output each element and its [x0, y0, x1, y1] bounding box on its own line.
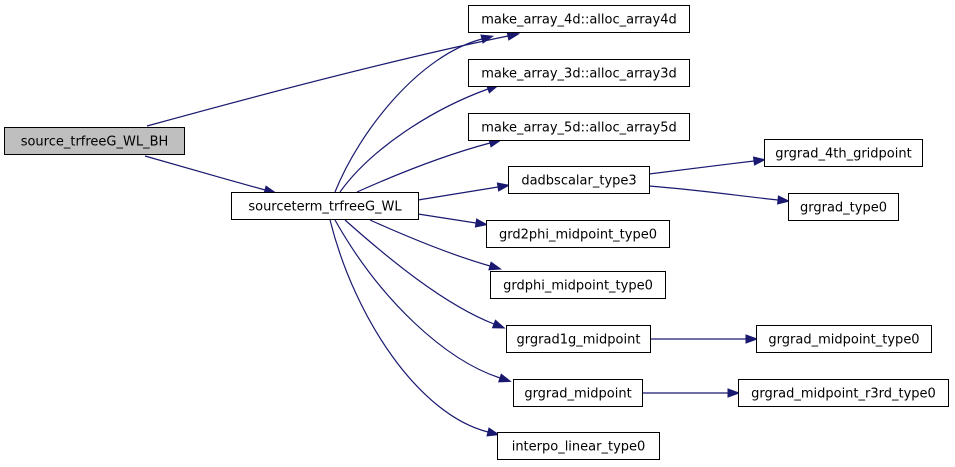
node-grgrad1g_midpoint[interactable]: grgrad1g_midpoint [506, 325, 651, 353]
node-label-alloc_array4d: make_array_4d::alloc_array4d [481, 13, 676, 28]
edge-sourceterm_trfreeG_WL-to-alloc_array4d [334, 34, 495, 193]
edge-sourceterm_trfreeG_WL-to-grdphi_midpoint_type0 [369, 219, 502, 271]
edge-sourceterm_trfreeG_WL-to-grgrad1g_midpoint [344, 219, 506, 329]
arrowhead-icon [480, 34, 495, 44]
node-label-interpo_linear_type0: interpo_linear_type0 [512, 440, 646, 455]
node-label-alloc_array3d: make_array_3d::alloc_array3d [481, 67, 676, 82]
arrowhead-icon [727, 388, 741, 398]
node-label-grgrad_type0: grgrad_type0 [800, 201, 887, 216]
arrowhead-icon [474, 218, 489, 228]
node-label-grgrad_midpoint: grgrad_midpoint [524, 387, 631, 402]
edge-dadbscalar_type3-to-grgrad_4th_gridpoint [648, 156, 767, 175]
arrowhead-icon [777, 195, 791, 205]
edge-line [369, 219, 491, 267]
arrowhead-icon [745, 334, 759, 344]
node-label-grgrad_midpoint_r3rd_type0: grgrad_midpoint_r3rd_type0 [751, 387, 936, 402]
edge-line [356, 142, 491, 193]
node-label-grd2phi_midpoint_type0: grd2phi_midpoint_type0 [499, 228, 657, 243]
edge-grgrad1g_midpoint-to-grgrad_midpoint_type0 [651, 334, 759, 344]
edge-sourceterm_trfreeG_WL-to-alloc_array5d [356, 138, 503, 193]
node-label-alloc_array5d: make_array_5d::alloc_array5d [481, 121, 676, 136]
nodes-layer: source_trfreeG_WL_BH sourceterm_trfreeG_… [4, 5, 949, 460]
arrowhead-icon [486, 427, 501, 437]
edge-line [144, 155, 266, 191]
edge-line [329, 219, 489, 433]
edge-line [648, 185, 779, 201]
edge-sourceterm_trfreeG_WL-to-interpo_linear_type0 [329, 219, 501, 437]
node-grgrad_4th_gridpoint[interactable]: grgrad_4th_gridpoint [764, 139, 923, 167]
arrowhead-icon [496, 182, 511, 192]
node-alloc_array4d[interactable]: make_array_4d::alloc_array4d [468, 5, 690, 33]
node-label-grgrad_midpoint_type0: grgrad_midpoint_type0 [768, 333, 919, 348]
node-grgrad_type0[interactable]: grgrad_type0 [788, 193, 899, 221]
edge-line [648, 160, 755, 175]
node-label-source_trfreeG_WL_BH: source_trfreeG_WL_BH [21, 135, 169, 150]
node-grd2phi_midpoint_type0[interactable]: grd2phi_midpoint_type0 [486, 220, 670, 248]
edge-source_trfreeG_WL_BH-to-sourceterm_trfreeG_WL [144, 155, 278, 195]
arrowhead-icon [752, 156, 767, 166]
node-label-grgrad1g_midpoint: grgrad1g_midpoint [517, 333, 641, 348]
node-alloc_array3d[interactable]: make_array_3d::alloc_array3d [468, 59, 690, 87]
edge-dadbscalar_type3-to-grgrad_type0 [648, 185, 791, 205]
arrowhead-icon [491, 319, 506, 329]
edge-line [339, 88, 489, 193]
arrowhead-icon [488, 261, 502, 271]
edge-line [417, 213, 477, 224]
edge-line [344, 219, 495, 325]
node-grgrad_midpoint_type0[interactable]: grgrad_midpoint_type0 [756, 325, 932, 353]
edges-layer [144, 31, 791, 437]
edge-sourceterm_trfreeG_WL-to-grd2phi_midpoint_type0 [417, 213, 489, 228]
node-grgrad_midpoint[interactable]: grgrad_midpoint [513, 379, 643, 407]
node-grdphi_midpoint_type0[interactable]: grdphi_midpoint_type0 [490, 271, 666, 299]
node-dadbscalar_type3[interactable]: dadbscalar_type3 [508, 166, 650, 194]
node-label-sourceterm_trfreeG_WL: sourceterm_trfreeG_WL [248, 200, 402, 215]
node-alloc_array5d[interactable]: make_array_5d::alloc_array5d [468, 113, 690, 141]
edge-sourceterm_trfreeG_WL-to-dadbscalar_type3 [417, 182, 511, 201]
edge-line [334, 38, 483, 193]
node-grgrad_midpoint_r3rd_type0[interactable]: grgrad_midpoint_r3rd_type0 [738, 379, 949, 407]
node-sourceterm_trfreeG_WL[interactable]: sourceterm_trfreeG_WL [231, 192, 419, 220]
node-label-grdphi_midpoint_type0: grdphi_midpoint_type0 [503, 279, 653, 294]
edge-grgrad_midpoint-to-grgrad_midpoint_r3rd_type0 [642, 388, 741, 398]
node-interpo_linear_type0[interactable]: interpo_linear_type0 [497, 432, 660, 460]
arrowhead-icon [498, 373, 512, 383]
edge-line [417, 186, 499, 201]
node-label-grgrad_4th_gridpoint: grgrad_4th_gridpoint [775, 147, 911, 162]
node-label-dadbscalar_type3: dadbscalar_type3 [521, 174, 636, 189]
arrowhead-icon [506, 31, 521, 41]
edge-sourceterm_trfreeG_WL-to-grgrad_midpoint [334, 219, 512, 383]
node-source_trfreeG_WL_BH[interactable]: source_trfreeG_WL_BH [4, 127, 185, 155]
edge-line [334, 219, 501, 379]
